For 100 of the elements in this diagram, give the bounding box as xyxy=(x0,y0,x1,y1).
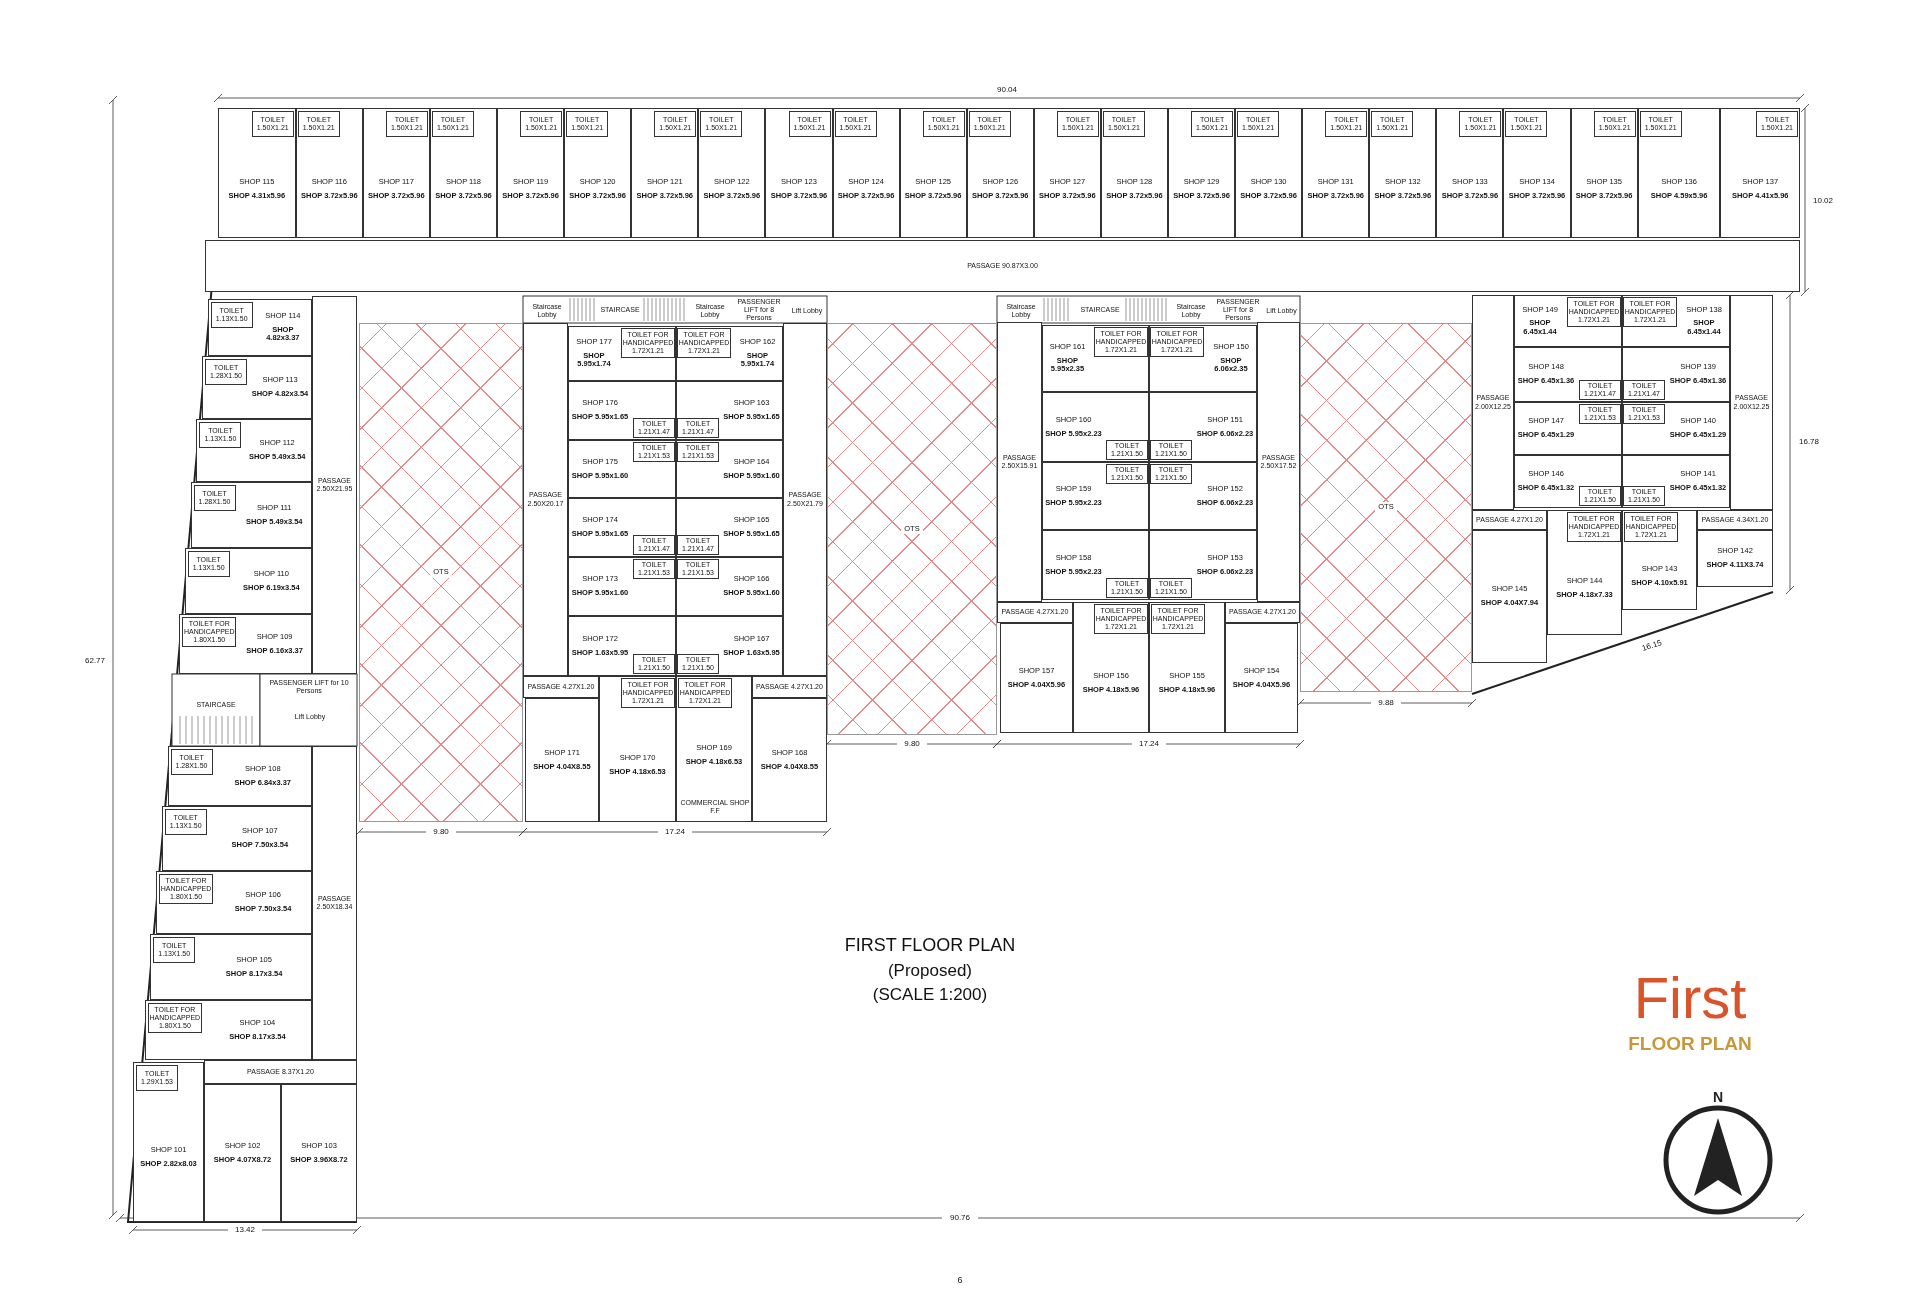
shop-room xyxy=(698,108,766,238)
shop-room xyxy=(631,108,699,238)
shop-room xyxy=(1622,455,1730,508)
shop-room xyxy=(1235,108,1303,238)
shop-room xyxy=(966,108,1034,238)
shop-room xyxy=(765,108,833,238)
toilet-room xyxy=(922,111,965,137)
shop-room xyxy=(207,299,312,356)
plan-title: FIRST FLOOR PLAN xyxy=(843,934,1017,958)
shop-room xyxy=(568,616,676,676)
shop-room xyxy=(167,746,312,806)
toilet-room xyxy=(199,422,242,448)
toilet-room xyxy=(1237,111,1280,137)
shop-room xyxy=(1570,108,1638,238)
shop-room xyxy=(568,381,676,440)
passage-area xyxy=(1697,510,1773,530)
toilet-room xyxy=(654,111,697,137)
shop-room xyxy=(564,108,632,238)
shop-room xyxy=(1042,392,1149,462)
toilet-room xyxy=(164,809,207,835)
toilet-room xyxy=(210,302,253,328)
shop-room xyxy=(1225,623,1298,733)
plan-subtitle: (SCALE 1:200) xyxy=(871,984,989,1006)
toilet-room xyxy=(520,111,563,137)
toilet-room xyxy=(153,937,196,963)
open-to-sky-area xyxy=(827,323,997,735)
shop-room xyxy=(1622,510,1697,610)
passage-area xyxy=(312,746,357,1060)
shop-room xyxy=(179,614,312,674)
toilet-room xyxy=(788,111,831,137)
shop-room xyxy=(196,419,312,482)
shop-room xyxy=(295,108,363,238)
shop-room xyxy=(1149,462,1257,530)
toilet-room xyxy=(1325,111,1368,137)
shop-room xyxy=(1622,402,1730,455)
toilet-room xyxy=(1371,111,1414,137)
toilet-room xyxy=(968,111,1011,137)
toilet-room xyxy=(1459,111,1502,137)
shop-room xyxy=(1073,602,1149,733)
toilet-room xyxy=(700,111,743,137)
passage-area xyxy=(997,602,1073,623)
shop-room xyxy=(1033,108,1101,238)
shop-room xyxy=(676,381,783,440)
shop-room xyxy=(1472,530,1547,663)
shop-room xyxy=(1622,347,1730,402)
toilet-room xyxy=(431,111,474,137)
toilet-room xyxy=(834,111,877,137)
shop-room xyxy=(150,934,312,1000)
shop-room xyxy=(899,108,967,238)
passage-area xyxy=(204,1060,357,1084)
shop-room xyxy=(1302,108,1370,238)
shop-room xyxy=(1637,108,1721,238)
toilet-room xyxy=(385,111,428,137)
shop-room xyxy=(568,440,676,498)
toilet-room xyxy=(251,111,294,137)
shop-room xyxy=(218,108,296,238)
toilet-room xyxy=(1056,111,1099,137)
shop-room xyxy=(676,557,783,616)
toilet-room xyxy=(566,111,609,137)
shop-room xyxy=(1547,510,1622,635)
passage-area xyxy=(1730,295,1773,510)
shop-room xyxy=(1697,530,1773,587)
shop-room xyxy=(161,806,312,871)
shop-room xyxy=(676,616,783,676)
passage-area xyxy=(1225,602,1300,623)
toilet-room xyxy=(297,111,340,137)
shop-room xyxy=(1042,462,1149,530)
shop-room xyxy=(184,548,312,614)
passage-area xyxy=(205,240,1800,292)
shop-room xyxy=(1720,108,1800,238)
shop-room xyxy=(1514,402,1622,455)
shop-room xyxy=(676,498,783,557)
passage-area xyxy=(1472,295,1514,510)
passage-area xyxy=(523,323,568,676)
passage-area xyxy=(523,676,599,698)
passage-area xyxy=(1257,322,1300,602)
toilet-room xyxy=(187,551,230,577)
compass-label: N xyxy=(1711,1090,1725,1106)
shop-room xyxy=(832,108,900,238)
shop-room xyxy=(1369,108,1437,238)
shop-room xyxy=(204,1084,281,1222)
shop-room xyxy=(362,108,430,238)
shop-room xyxy=(1149,530,1257,600)
shop-room xyxy=(1149,325,1257,392)
badge-heading: First xyxy=(1632,965,1748,1031)
shop-room xyxy=(599,676,676,822)
shop-room xyxy=(1100,108,1168,238)
shop-room xyxy=(1514,347,1622,402)
badge-subheading: FLOOR PLAN xyxy=(1627,1032,1753,1056)
shop-room xyxy=(1042,325,1149,392)
open-to-sky-area xyxy=(359,323,523,822)
shop-room xyxy=(1622,295,1730,347)
passage-area xyxy=(997,322,1042,602)
passage-area xyxy=(312,296,357,674)
shop-room xyxy=(281,1084,357,1222)
shop-room xyxy=(676,440,783,498)
shop-room xyxy=(1503,108,1571,238)
shop-room xyxy=(568,557,676,616)
shop-room xyxy=(676,326,783,381)
toilet-room xyxy=(1505,111,1548,137)
